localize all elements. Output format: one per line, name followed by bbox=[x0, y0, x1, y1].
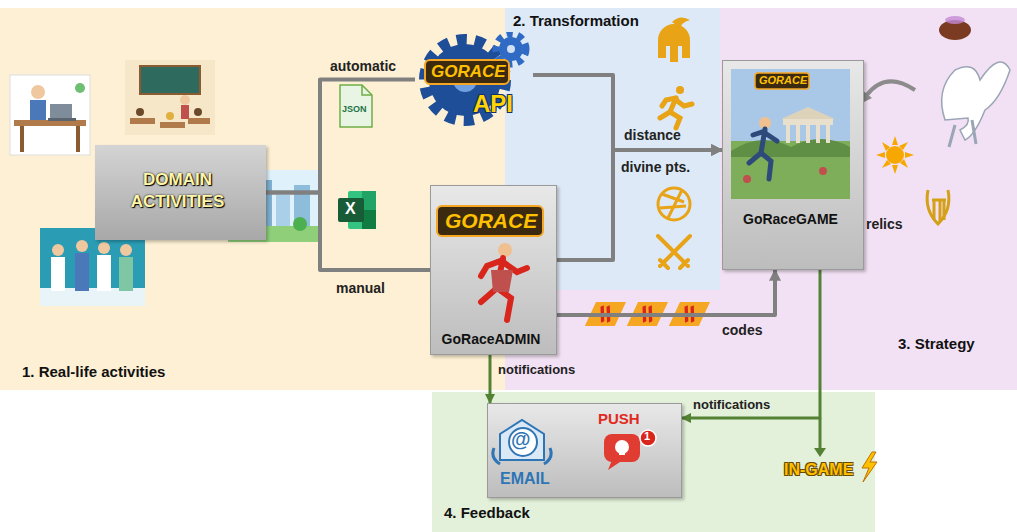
email-symbol: @ bbox=[511, 428, 531, 451]
lightning-icon bbox=[862, 452, 877, 482]
edge-label: automatic bbox=[330, 58, 396, 74]
logo-text: GORACE bbox=[445, 209, 537, 233]
region-title: 4. Feedback bbox=[444, 504, 530, 521]
band-fill bbox=[432, 392, 875, 532]
in-game-arrowhead bbox=[814, 448, 826, 457]
connector bbox=[489, 355, 492, 403]
notification-box: EMAIL PUSH bbox=[487, 403, 682, 498]
api-logo: GORACE API bbox=[415, 32, 533, 127]
connector bbox=[682, 270, 820, 418]
edge-label: notifications bbox=[693, 397, 770, 412]
logo-text: GORACE bbox=[759, 74, 807, 86]
channel-label: PUSH bbox=[598, 410, 640, 427]
region-title: 2. Transformation bbox=[513, 12, 639, 29]
edge-label: notifications bbox=[498, 362, 575, 377]
excel-mark: X bbox=[345, 200, 356, 218]
json-file-icon bbox=[340, 85, 372, 127]
region-title: 3. Strategy bbox=[898, 335, 975, 352]
in-game-label: IN-GAME bbox=[784, 461, 853, 479]
excel-icon bbox=[338, 191, 376, 229]
admin-box: GORACE GoRaceADMIN bbox=[430, 185, 557, 355]
badge-number: 1 bbox=[644, 430, 650, 442]
classroom-picture bbox=[125, 60, 215, 135]
box-label: GoRaceADMIN bbox=[431, 331, 551, 347]
box-label: GoRaceGAME bbox=[723, 211, 858, 227]
compass-icon bbox=[658, 188, 690, 220]
relics-illustration bbox=[860, 16, 1010, 224]
swords-icon bbox=[658, 236, 690, 268]
connector bbox=[557, 150, 722, 260]
box-label: DOMAIN ACTIVITIES bbox=[95, 169, 260, 213]
helmet-icon bbox=[658, 17, 690, 62]
runner-icon bbox=[660, 86, 692, 128]
game-box: GORACE GoRaceGAME bbox=[722, 60, 864, 270]
process-box: DOMAIN ACTIVITIES bbox=[95, 145, 266, 240]
edge-label: divine pts. bbox=[621, 159, 690, 175]
edge-label: distance bbox=[624, 127, 681, 143]
region-title: 1. Real-life activities bbox=[22, 363, 165, 380]
edge-label: manual bbox=[336, 280, 385, 296]
band-fill bbox=[720, 8, 1017, 390]
connector bbox=[266, 193, 430, 271]
connector bbox=[533, 75, 722, 150]
channel-label: EMAIL bbox=[500, 470, 550, 488]
logo-subtitle: API bbox=[473, 90, 513, 118]
game-scene bbox=[723, 61, 858, 271]
in-game-wire bbox=[819, 418, 822, 450]
connector bbox=[266, 80, 415, 193]
office-picture bbox=[10, 75, 90, 155]
file-type-label: JSON bbox=[342, 104, 367, 114]
relics-label: relics bbox=[866, 216, 903, 232]
connector bbox=[557, 270, 775, 315]
logo-text: GORACE bbox=[431, 62, 506, 82]
edge-label: codes bbox=[722, 322, 762, 338]
